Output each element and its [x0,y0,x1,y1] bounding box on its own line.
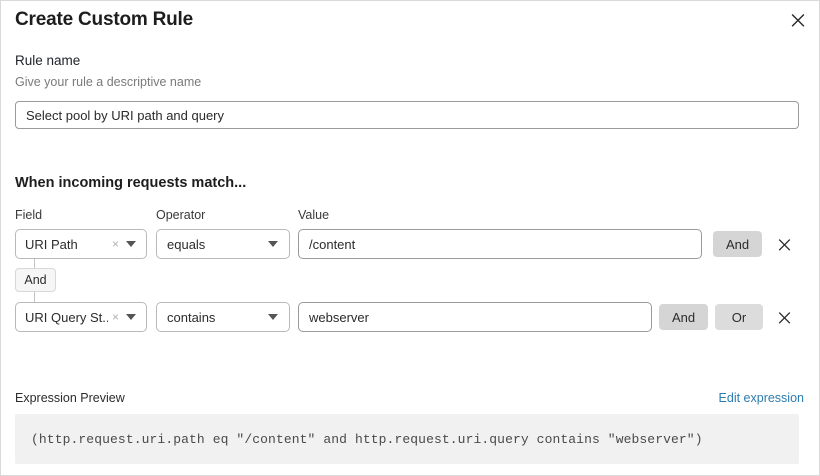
operator-select-2-value: contains [167,309,216,325]
match-section-heading: When incoming requests match... [15,175,247,191]
or-button-row-2[interactable]: Or [715,304,763,330]
operator-select-2[interactable]: contains [156,302,290,332]
field-select-2-value: URI Query St... [25,309,108,325]
rule-name-help-text: Give your rule a descriptive name [15,75,202,89]
expression-preview-label: Expression Preview [15,391,125,405]
field-select-2[interactable]: URI Query St... × [15,302,147,332]
and-button-row-2[interactable]: And [659,304,709,330]
rule-name-input[interactable] [15,101,799,129]
field-select-1-value: URI Path [25,236,78,252]
and-button-row-1[interactable]: And [713,231,763,257]
close-icon[interactable] [785,7,811,33]
column-header-value: Value [298,208,330,222]
delete-condition-icon-row-2[interactable] [772,305,796,329]
expression-preview-box: (http.request.uri.path eq "/content" and… [15,414,799,464]
expression-preview-code: (http.request.uri.path eq "/content" and… [31,431,703,447]
value-input-2[interactable] [298,302,652,332]
value-input-1[interactable] [298,229,702,259]
field-select-1[interactable]: URI Path × [15,229,147,259]
column-header-field: Field [15,208,43,222]
chevron-down-icon [265,314,289,320]
chevron-down-icon [123,314,146,320]
dialog-title: Create Custom Rule [15,9,193,30]
chevron-down-icon [265,241,289,247]
clear-field-icon[interactable]: × [111,310,119,324]
column-header-operator: Operator [156,208,206,222]
group-connector-and-chip[interactable]: And [15,268,56,292]
chevron-down-icon [123,241,146,247]
operator-select-1[interactable]: equals [156,229,290,259]
edit-expression-link[interactable]: Edit expression [718,391,804,405]
clear-field-icon[interactable]: × [111,237,119,251]
operator-select-1-value: equals [167,236,206,252]
delete-condition-icon-row-1[interactable] [772,232,796,256]
rule-name-label: Rule name [15,53,81,68]
